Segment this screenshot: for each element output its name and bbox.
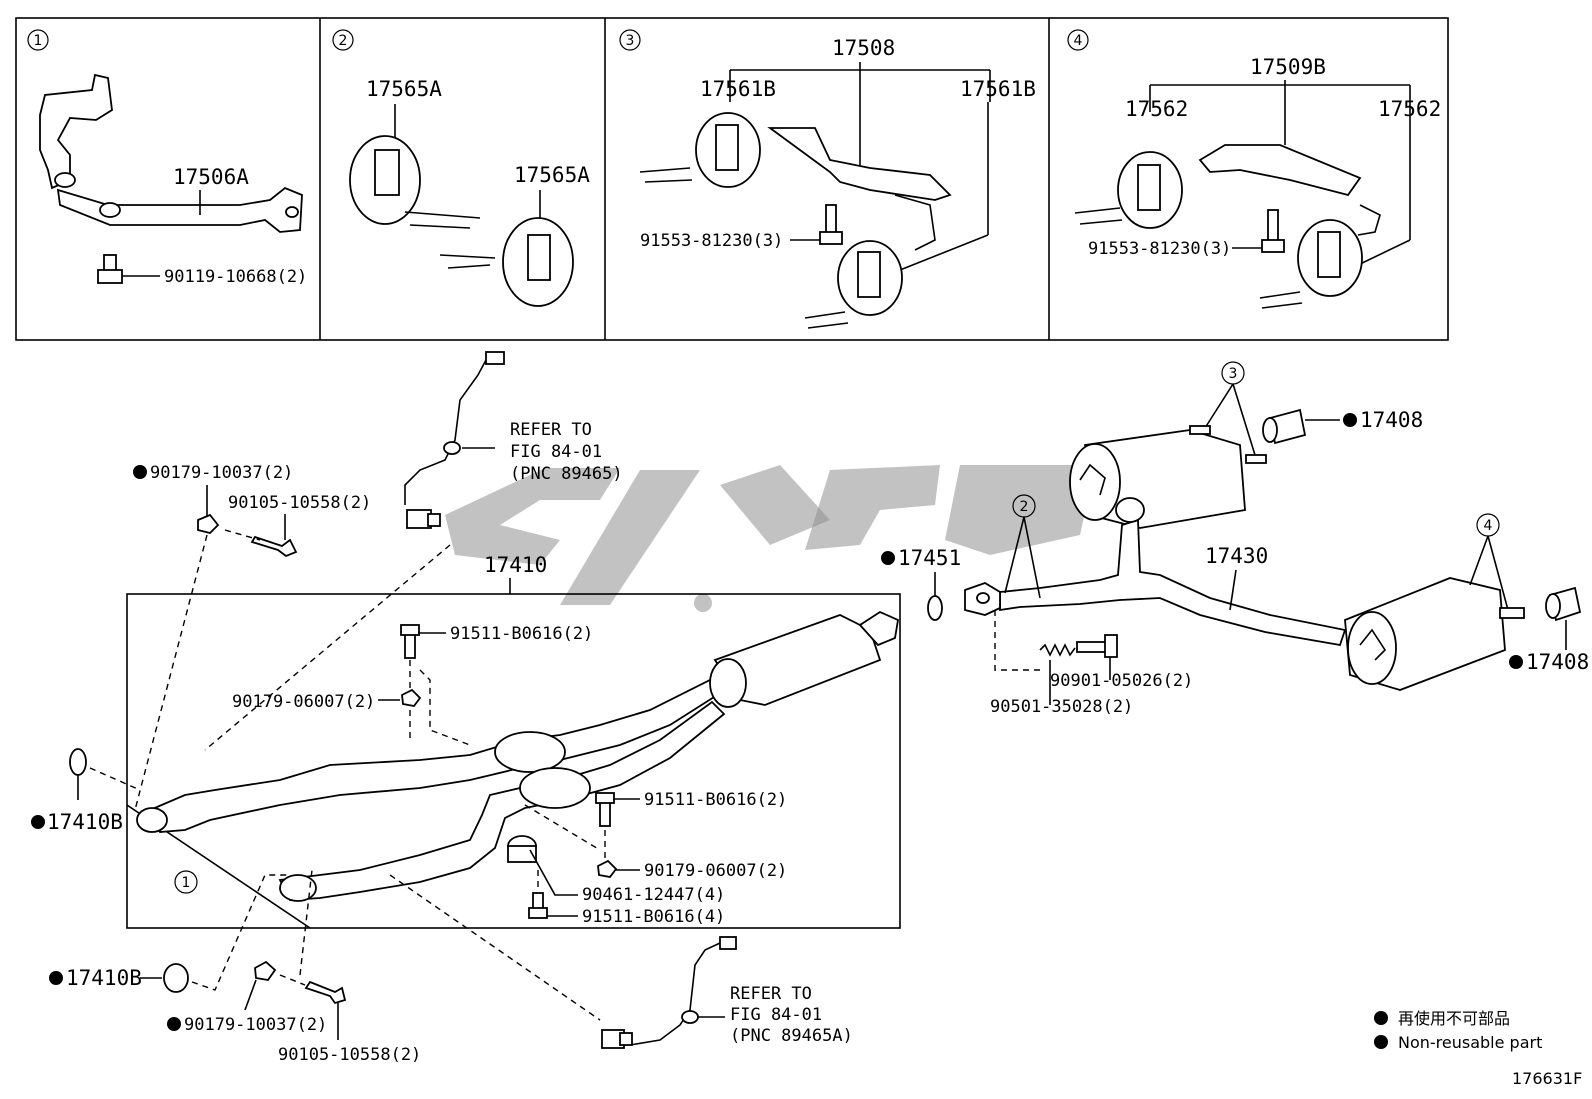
fastener-nut-bl: 90179-10037(2) (184, 1015, 327, 1035)
refer-top-line2: FIG 84-01 (510, 442, 602, 462)
legend-jp: 再使用不可部品 (1398, 1009, 1510, 1028)
fastener-spring: 90901-05026(2) (1050, 671, 1193, 691)
fastener-91553-ins3: 91553-81230(3) (640, 231, 783, 251)
refer-top-line3: (PNC 89465) (510, 464, 623, 484)
inset-panels (15, 17, 1449, 341)
part-17408-2: 17408 (1526, 650, 1589, 674)
inset-3: 3 17508 17561B 17561B 91553-81230(3) (619, 29, 1036, 329)
fastener-nut-b: 90179-06007(2) (644, 861, 787, 881)
callout-1: 1 (182, 875, 191, 891)
part-17410B-1: 17410B (47, 810, 123, 834)
part-17430: 17430 (1205, 544, 1268, 568)
callout-3: 3 (1229, 366, 1238, 382)
part-17508: 17508 (832, 36, 895, 60)
inset-4-number: 4 (1074, 33, 1083, 49)
legend: 再使用不可部品 Non-reusable part (1374, 1009, 1542, 1052)
gasket-17410B-upper: 17410B (31, 748, 141, 834)
inset-2-number: 2 (339, 33, 348, 49)
fasteners-bottom-left: 17410B 90179-10037(2) 90105-10558(2) (49, 869, 421, 1065)
center-pipe-assembly: 17451 17430 3 2 4 (881, 361, 1589, 717)
part-17408-1: 17408 (1360, 408, 1423, 432)
fastener-clamp: 90461-12447(4) (582, 885, 725, 905)
part-17565A-1: 17565A (366, 77, 442, 101)
part-17561B-1: 17561B (700, 77, 776, 101)
fastener-stud-c: 91511-B0616(4) (582, 907, 725, 927)
fasteners-top-left: 90179-10037(2) 90105-10558(2) (133, 463, 451, 811)
inset-1-number: 1 (34, 33, 43, 49)
fastener-nut-tl: 90179-10037(2) (150, 463, 293, 483)
fastener-90119: 90119-10668(2) (164, 267, 307, 287)
inset-1: 1 17506A 90119-10668(2) (27, 29, 307, 287)
fastener-bolt-tl: 90105-10558(2) (228, 493, 371, 513)
part-17506A: 17506A (173, 165, 249, 189)
refer-bottom-line1: REFER TO (730, 984, 812, 1004)
part-17451: 17451 (898, 546, 961, 570)
fastener-bolt-bl: 90105-10558(2) (278, 1045, 421, 1065)
fastener-stud-a: 91511-B0616(2) (450, 624, 593, 644)
part-17562-1: 17562 (1125, 97, 1188, 121)
refer-bottom-line2: FIG 84-01 (730, 1005, 822, 1025)
inset-4: 4 17509B 17562 17562 91553-81230(3) (1067, 29, 1441, 309)
part-17410B-2: 17410B (66, 966, 142, 990)
part-17561B-2: 17561B (960, 77, 1036, 101)
o2-sensor-top: REFER TO FIG 84-01 (PNC 89465) (404, 351, 623, 529)
part-17509B: 17509B (1250, 55, 1326, 79)
part-17565A-2: 17565A (514, 163, 590, 187)
fastener-91553-ins4: 91553-81230(3) (1088, 239, 1231, 259)
front-pipe-assembly: 17410 91511-B0616(2) 90179-06007(2) 9151… (126, 553, 901, 929)
callout-2: 2 (1020, 499, 1029, 515)
figure-id: 176631F (1512, 1069, 1582, 1088)
watermark-logo (445, 465, 1095, 612)
legend-en: Non-reusable part (1398, 1033, 1542, 1052)
refer-top-line1: REFER TO (510, 420, 592, 440)
inset-2: 2 17565A 17565A (332, 29, 590, 307)
fastener-nut-a: 90179-06007(2) (232, 692, 375, 712)
refer-bottom-line3: (PNC 89465A) (730, 1026, 853, 1046)
o2-sensor-bottom: REFER TO FIG 84-01 (PNC 89465A) (389, 874, 853, 1049)
part-17410: 17410 (484, 553, 547, 577)
fastener-stud-b: 91511-B0616(2) (644, 790, 787, 810)
inset-3-number: 3 (626, 33, 635, 49)
callout-4: 4 (1484, 518, 1493, 534)
fastener-bolt-r: 90501-35028(2) (990, 697, 1133, 717)
